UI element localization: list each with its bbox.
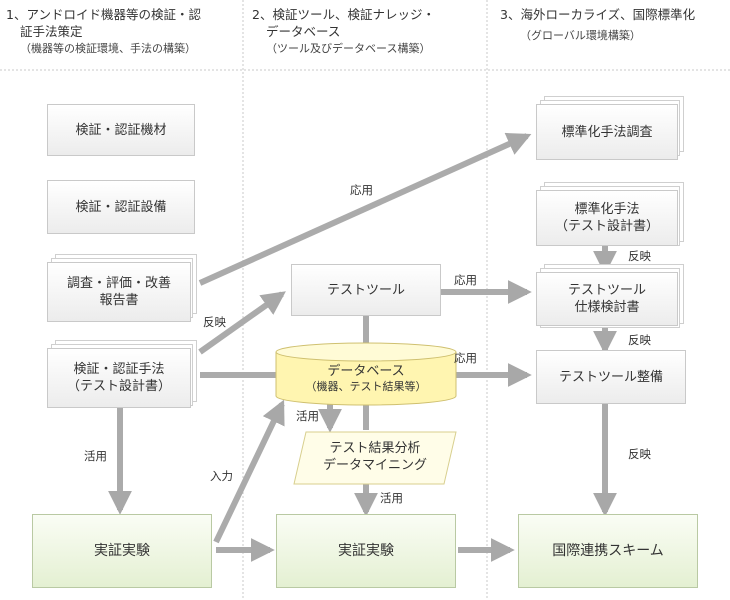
column-header-title: 証手法策定 xyxy=(20,24,83,39)
box-label: テストツール xyxy=(326,282,405,298)
kizai-box: 検証・認証機材 xyxy=(47,104,195,156)
column-header-title: 3、海外ローカライズ、国際標準化 xyxy=(500,7,696,22)
column-header-2: 2、検証ツール、検証ナレッジ・ データベース （ツール及びデータベース構築） xyxy=(252,6,435,57)
use-label: 活用 xyxy=(380,491,403,505)
column-header-sub: （機器等の検証環境、手法の構築） xyxy=(20,42,196,55)
spec-box: テストツール 仕様検討書 xyxy=(536,272,678,326)
apply-label: 応用 xyxy=(454,273,477,287)
analysis-sub: データマイニング xyxy=(322,458,427,473)
testtool-box: テストツール xyxy=(291,264,441,316)
apply-label: 応用 xyxy=(350,183,373,197)
box-label: 検証・認証機材 xyxy=(75,122,167,138)
box-label: 標準化手法調査 xyxy=(561,124,653,140)
use-label: 活用 xyxy=(84,449,107,463)
reflect-label: 反映 xyxy=(203,315,226,329)
use-label: 活用 xyxy=(296,409,319,423)
reflect-label: 反映 xyxy=(628,447,651,461)
box-label: 検証・認証設備 xyxy=(75,199,167,215)
box-label: 検証・認証手法 xyxy=(73,362,165,377)
intl-box: 国際連携スキーム xyxy=(518,514,698,588)
column-header-title: データベース xyxy=(266,24,341,39)
column-header-3: 3、海外ローカライズ、国際標準化 （グローバル環境構築） xyxy=(500,6,695,44)
box-label: 実証実験 xyxy=(94,542,150,559)
analysis-title: テスト結果分析 xyxy=(329,441,421,456)
box-label: テストツール整備 xyxy=(558,369,663,385)
jissho-box-2: 実証実験 xyxy=(276,514,456,588)
reflect-label: 反映 xyxy=(628,249,651,263)
jissho-box-1: 実証実験 xyxy=(32,514,212,588)
db-sub: （機器、テスト結果等） xyxy=(305,380,427,393)
box-label: （テスト設計書） xyxy=(554,219,659,234)
column-header-sub: （ツール及びデータベース構築） xyxy=(266,42,431,55)
setsubi-box: 検証・認証設備 xyxy=(47,180,195,234)
column-header-title: 2、検証ツール、検証ナレッジ・ xyxy=(252,7,435,22)
survey-box: 標準化手法調査 xyxy=(536,104,678,160)
input-label: 入力 xyxy=(210,469,233,483)
box-label: 実証実験 xyxy=(338,542,394,559)
std-box: 標準化手法 （テスト設計書） xyxy=(536,190,678,246)
box-label: （テスト設計書） xyxy=(66,379,171,394)
column-header-sub: （グローバル環境構築） xyxy=(520,29,641,42)
column-header-1: 1、アンドロイド機器等の検証・認 証手法策定 （機器等の検証環境、手法の構築） xyxy=(6,6,201,57)
column-header-title: 1、アンドロイド機器等の検証・認 xyxy=(6,7,201,22)
box-label: 報告書 xyxy=(99,293,139,308)
method-box: 検証・認証手法 （テスト設計書） xyxy=(47,348,191,408)
box-label: テストツール xyxy=(567,283,646,298)
box-label: 仕様検討書 xyxy=(574,300,640,315)
database-label: データベース （機器、テスト結果等） xyxy=(276,364,456,394)
apply-label: 応用 xyxy=(454,351,477,365)
box-label: 調査・評価・改善 xyxy=(66,276,171,291)
box-label: 国際連携スキーム xyxy=(552,542,664,559)
db-title: データベース xyxy=(327,364,405,379)
maint-box: テストツール整備 xyxy=(536,350,686,404)
report-box: 調査・評価・改善 報告書 xyxy=(47,262,191,322)
box-label: 標準化手法 xyxy=(574,202,640,217)
reflect-label: 反映 xyxy=(628,333,651,347)
analysis-label: テスト結果分析 データマイニング xyxy=(294,440,456,474)
